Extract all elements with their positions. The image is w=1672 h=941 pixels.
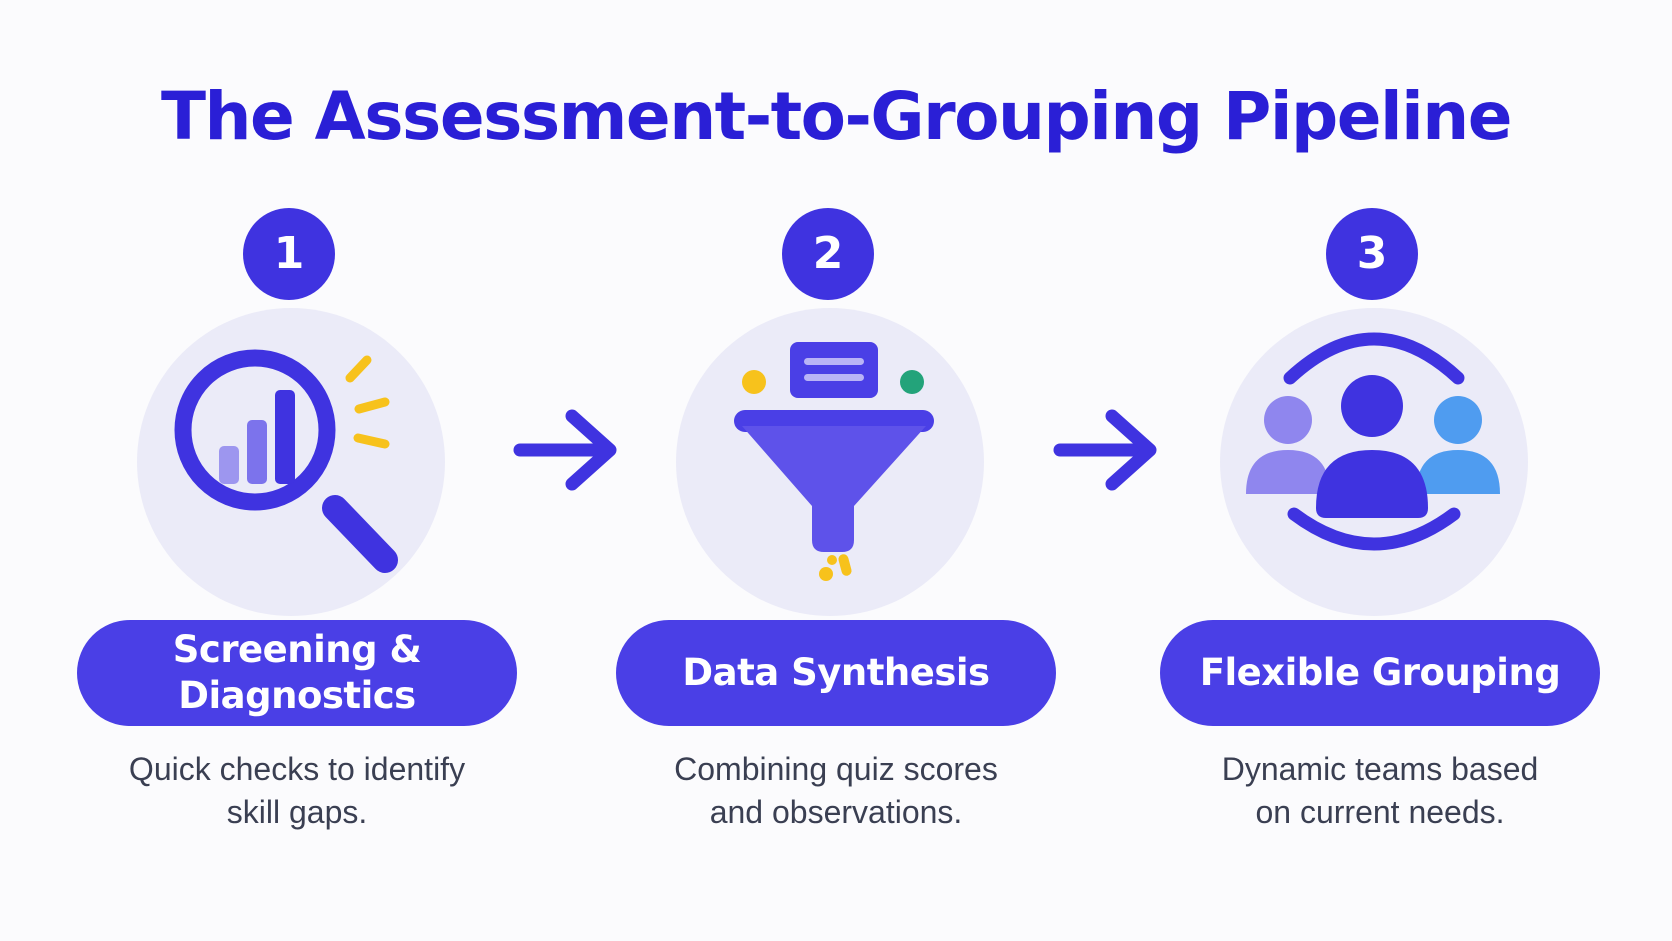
stage-label-pill: Screening & Diagnostics	[77, 620, 517, 726]
stage-label: Flexible Grouping	[1199, 651, 1561, 694]
stage-description: Quick checks to identify skill gaps.	[128, 751, 466, 830]
stage-data-synthesis: 2 Data Synthesis Combining quiz scores a…	[616, 0, 1056, 941]
icon-circle	[1220, 308, 1528, 616]
group-people-icon	[1246, 332, 1500, 551]
arrow-right-icon	[1053, 409, 1157, 491]
stage-flexible-grouping: 3 Flexible Grouping Dynamic teams based …	[1160, 0, 1600, 941]
arrow-right-icon	[513, 409, 617, 491]
icon-circle	[137, 308, 445, 616]
stage-label: Data Synthesis	[682, 651, 990, 694]
step-number-badge: 2	[782, 208, 874, 300]
stage-screening: 1 Screening & Diagnostics Quick checks t…	[77, 0, 517, 941]
step-number-badge: 1	[243, 208, 335, 300]
step-number-badge: 3	[1326, 208, 1418, 300]
page-title: The Assessment-to-Grouping Pipeline	[160, 78, 1513, 155]
stage-description: Combining quiz scores and observations.	[674, 751, 998, 830]
funnel-icon	[734, 342, 934, 581]
stage-label-pill: Data Synthesis	[616, 620, 1056, 726]
stage-label: Screening & Diagnostics	[172, 628, 422, 717]
magnifier-chart-icon	[174, 349, 398, 573]
icon-circle	[676, 308, 984, 616]
stage-label-pill: Flexible Grouping	[1160, 620, 1600, 726]
stage-description: Dynamic teams based on current needs.	[1221, 751, 1539, 830]
